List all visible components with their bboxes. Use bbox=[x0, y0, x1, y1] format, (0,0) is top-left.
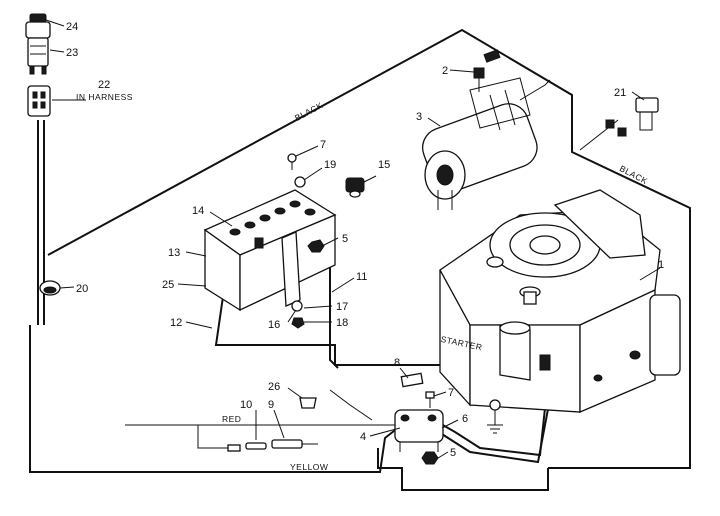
label-2: 2 bbox=[442, 65, 448, 77]
label-5a: 5 bbox=[342, 233, 348, 245]
leader-lines bbox=[45, 19, 661, 459]
label-5b: 5 bbox=[450, 447, 456, 459]
screw-solenoid bbox=[425, 391, 435, 408]
connector-2 bbox=[473, 67, 485, 92]
harness-connector bbox=[27, 85, 51, 117]
battery-caps bbox=[229, 200, 316, 236]
ground-symbol bbox=[487, 399, 503, 434]
label-7b: 7 bbox=[448, 387, 454, 399]
label-19: 19 bbox=[324, 159, 336, 171]
part-numbers: 24 23 22 20 2 3 21 1 7 19 15 14 5 13 25 … bbox=[66, 21, 664, 459]
label-20: 20 bbox=[76, 283, 88, 295]
terminal-boot bbox=[345, 177, 365, 198]
label-24: 24 bbox=[66, 21, 78, 33]
label-11: 11 bbox=[356, 271, 367, 283]
label-16: 16 bbox=[268, 319, 280, 331]
label-15: 15 bbox=[378, 159, 390, 171]
label-18: 18 bbox=[336, 317, 348, 329]
black-label-right: BLACK bbox=[618, 163, 650, 186]
connector-10 bbox=[227, 442, 267, 452]
nut-solenoid bbox=[421, 451, 439, 465]
label-22: 22 bbox=[98, 79, 110, 91]
fuse-holder bbox=[299, 397, 317, 409]
label-21: 21 bbox=[614, 87, 626, 99]
starter-motor-assembly bbox=[422, 77, 551, 210]
label-25: 25 bbox=[162, 279, 174, 291]
grommet bbox=[39, 280, 61, 296]
label-6: 6 bbox=[462, 413, 468, 425]
black-wire-main bbox=[47, 28, 691, 469]
fuse bbox=[400, 372, 424, 388]
label-17: 17 bbox=[336, 301, 348, 313]
connector-top bbox=[483, 49, 501, 63]
label-13: 13 bbox=[168, 247, 180, 259]
ignition-key-switch bbox=[25, 13, 51, 75]
label-14: 14 bbox=[192, 205, 204, 217]
battery bbox=[203, 189, 337, 312]
label-9: 9 bbox=[268, 399, 274, 411]
label-10: 10 bbox=[240, 399, 252, 411]
hold-down-hardware bbox=[291, 300, 305, 329]
fuse-9 bbox=[271, 439, 318, 449]
solenoid-loop bbox=[377, 448, 549, 491]
label-7a: 7 bbox=[320, 139, 326, 151]
black-label-left: BLACK bbox=[293, 100, 325, 123]
harness-label: IN HARNESS bbox=[76, 92, 133, 102]
solenoid-to-battery bbox=[329, 389, 373, 421]
engine bbox=[439, 189, 681, 413]
nut-battery bbox=[307, 239, 325, 253]
yellow-label: YELLOW bbox=[290, 462, 328, 472]
terminal-21 bbox=[605, 97, 659, 137]
label-8: 8 bbox=[394, 357, 400, 369]
label-12: 12 bbox=[170, 317, 182, 329]
starter-solenoid bbox=[394, 409, 444, 452]
label-1: 1 bbox=[658, 259, 664, 271]
starter-cable-2 bbox=[419, 387, 553, 464]
label-26: 26 bbox=[268, 381, 280, 393]
battery-terminal-hardware bbox=[287, 153, 306, 188]
yellow-wire bbox=[29, 325, 409, 473]
red-label: RED bbox=[222, 414, 241, 424]
label-4: 4 bbox=[360, 431, 366, 443]
red-wire-2 bbox=[197, 425, 228, 449]
label-3: 3 bbox=[416, 111, 422, 123]
label-23: 23 bbox=[66, 47, 78, 59]
